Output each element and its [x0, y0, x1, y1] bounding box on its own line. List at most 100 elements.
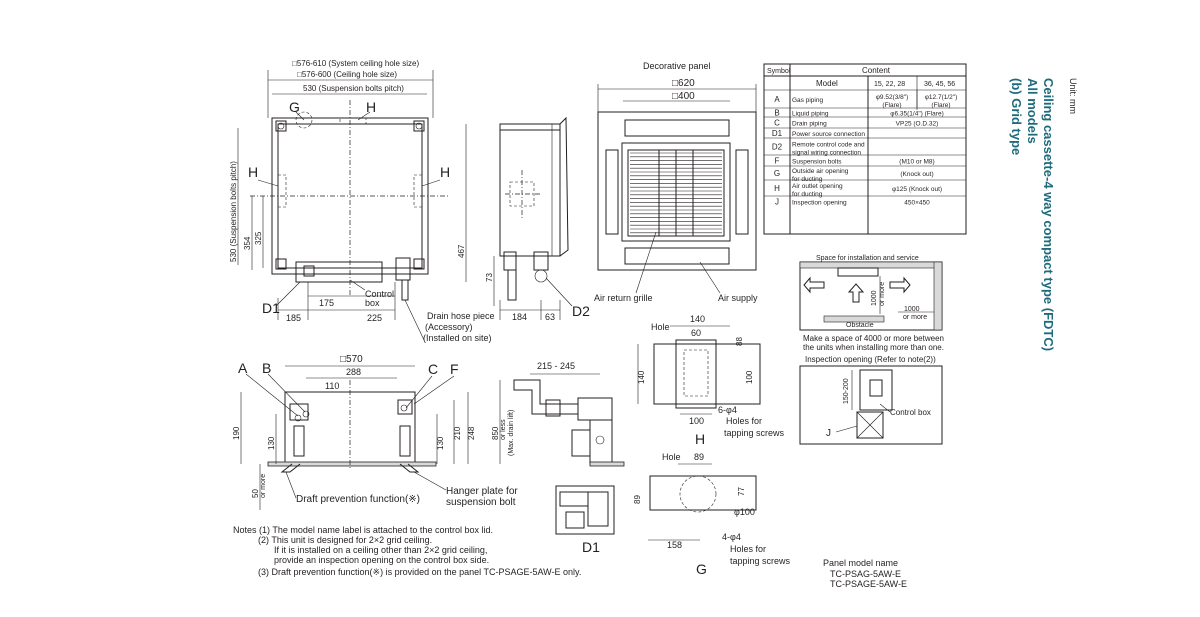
panel-model-2: TC-PSAGE-5AW-E — [830, 579, 907, 589]
table-value: (Knock out) — [900, 171, 933, 178]
table-model-label: Model — [816, 79, 838, 88]
detail-h-dim-140: 140 — [690, 314, 705, 324]
detail-g-dim-89: 89 — [694, 452, 704, 462]
control-box-label: Control — [365, 289, 394, 299]
detail-g-dim-158: 158 — [667, 540, 682, 550]
label-d2: D2 — [572, 303, 590, 319]
symbol-table: Symbol Content Model 15, 22, 28 36, 45, … — [763, 63, 967, 235]
service-note-2: the units when installing more than one. — [803, 343, 944, 352]
note-3: (3) Draft prevention function(※) is prov… — [258, 567, 581, 577]
drain-view: 215 - 245 850 or less (Max. drain lift) — [491, 361, 625, 467]
panel-dim-400: □400 — [672, 91, 695, 102]
drain-hose-2: (Accessory) — [425, 322, 473, 332]
dim-hole: □576-600 (Ceiling hole size) — [297, 70, 397, 79]
dim-v-pitch: 530 (Suspension bolts pitch) — [229, 161, 238, 262]
detail-h-hole: Hole — [651, 322, 670, 332]
table-model-a: 15, 22, 28 — [874, 81, 905, 88]
top-view: □576-610 (System ceiling hole size) □576… — [229, 59, 495, 343]
dim-73: 73 — [485, 273, 494, 282]
drain-dim-850: 850 — [491, 426, 500, 440]
hanger-label-1: Hanger plate for — [446, 486, 518, 497]
table-desc: Drain piping — [792, 121, 827, 128]
label-h-top: H — [366, 99, 376, 115]
note-2c: provide an inspection opening on the con… — [274, 555, 489, 565]
title-line-3: (b) Grid type — [1009, 78, 1024, 155]
drain-dim-850-sub2: (Max. drain lift) — [508, 410, 515, 456]
front-view: □570 288 110 A B C F 190 130 130 210 — [232, 354, 518, 510]
table-desc: Power source connection — [792, 131, 865, 138]
table-desc: Air outlet opening — [792, 183, 843, 190]
table-symbol: D2 — [772, 143, 783, 152]
service-dim-1000a: 1000 — [871, 290, 878, 306]
table-desc: Remote control code and — [792, 142, 865, 149]
table-value-b-2: (Flare) — [931, 102, 950, 109]
obstacle-label: Obstacle — [846, 322, 874, 329]
table-desc: Liquid piping — [792, 111, 829, 118]
table-desc-2: for ducting — [792, 176, 823, 183]
panel-model: Panel model name TC-PSAG-5AW-E TC-PSAGE-… — [823, 558, 907, 589]
dim-63: 63 — [545, 312, 555, 322]
table-desc: Outside air opening — [792, 168, 849, 175]
front-dim-570: □570 — [340, 354, 363, 365]
note-2: (2) This unit is designed for 2×2 grid c… — [258, 535, 432, 545]
note-2b: If it is installed on a ceiling other th… — [274, 545, 487, 555]
label-b: B — [262, 360, 271, 376]
detail-g-label: G — [696, 561, 707, 577]
drain-hose-3: (Installed on site) — [423, 333, 492, 343]
table-value: φ6.35(1/4") (Flare) — [890, 111, 943, 118]
table-value-b: φ12.7(1/2") — [925, 94, 958, 101]
inspection-view: Inspection opening (Refer to note(2)) 15… — [799, 355, 943, 445]
dim-hole-system: □576-610 (System ceiling hole size) — [292, 59, 419, 68]
air-return-label: Air return grille — [594, 293, 653, 303]
service-dim-1000a-sub: or more — [879, 282, 886, 306]
dim-bolt-pitch: 530 (Suspension bolts pitch) — [303, 84, 404, 93]
table-value: VP25 (O.D.32) — [896, 121, 939, 128]
service-space: Space for installation and service 1000 … — [799, 255, 944, 352]
dim-325: 325 — [254, 231, 263, 245]
front-dim-130b: 130 — [436, 436, 445, 450]
dim-467: 467 — [457, 244, 466, 258]
detail-g-dim-77: 77 — [737, 487, 746, 496]
title-line-1: Ceiling cassette-4 way compact type (FDT… — [1041, 78, 1056, 351]
label-h-left: H — [248, 164, 258, 180]
detail-h: Hole 140 60 88 140 100 100 6-φ4 Holes fo… — [637, 314, 785, 447]
dim-185: 185 — [286, 313, 301, 323]
table-desc-2: for ducting — [792, 191, 823, 198]
table-symbol: C — [774, 119, 780, 128]
drain-dim-215: 215 - 245 — [537, 361, 575, 371]
detail-g-hole: Hole — [662, 452, 681, 462]
detail-g-holes-2: tapping screws — [730, 556, 791, 566]
table-desc: Inspection opening — [792, 200, 847, 207]
front-dim-50-sub: or more — [260, 474, 267, 498]
inspection-label-j: J — [826, 428, 831, 439]
panel-title: Decorative panel — [643, 61, 711, 71]
inspection-control-box: Control box — [890, 408, 931, 417]
table-symbol: A — [774, 95, 780, 104]
dim-184: 184 — [512, 312, 527, 322]
note-1: Notes (1) The model name label is attach… — [233, 525, 493, 535]
dim-225: 225 — [367, 313, 382, 323]
service-note-1: Make a space of 4000 or more between — [803, 334, 944, 343]
dim-175: 175 — [319, 298, 334, 308]
detail-h-dim-60: 60 — [691, 328, 701, 338]
detail-d1: D1 — [555, 485, 615, 555]
detail-h-label: H — [695, 431, 705, 447]
drain-dim-850-sub: or less — [500, 419, 507, 440]
detail-h-dim-100v: 100 — [745, 370, 754, 384]
detail-g-holes-1: Holes for — [730, 544, 766, 554]
table-value: (M10 or M8) — [899, 159, 934, 166]
panel-dim-620: □620 — [672, 78, 695, 89]
detail-g-bolts: 4-φ4 — [722, 532, 741, 542]
table-value: 450×450 — [904, 200, 930, 207]
service-dim-1000b-sub: or more — [903, 314, 927, 321]
detail-h-holes-1: Holes for — [726, 416, 762, 426]
table-desc: Gas piping — [792, 97, 823, 104]
front-dim-288: 288 — [346, 367, 361, 377]
table-model-b: 36, 45, 56 — [924, 81, 955, 88]
unit-label-vertical: Unit: mm — [1068, 78, 1078, 114]
table-value-a: φ9.52(3/8") — [876, 94, 909, 101]
table-symbol: D1 — [772, 129, 783, 138]
table-symbol: H — [774, 184, 780, 193]
drain-hose-1: Drain hose piece — [427, 311, 495, 321]
